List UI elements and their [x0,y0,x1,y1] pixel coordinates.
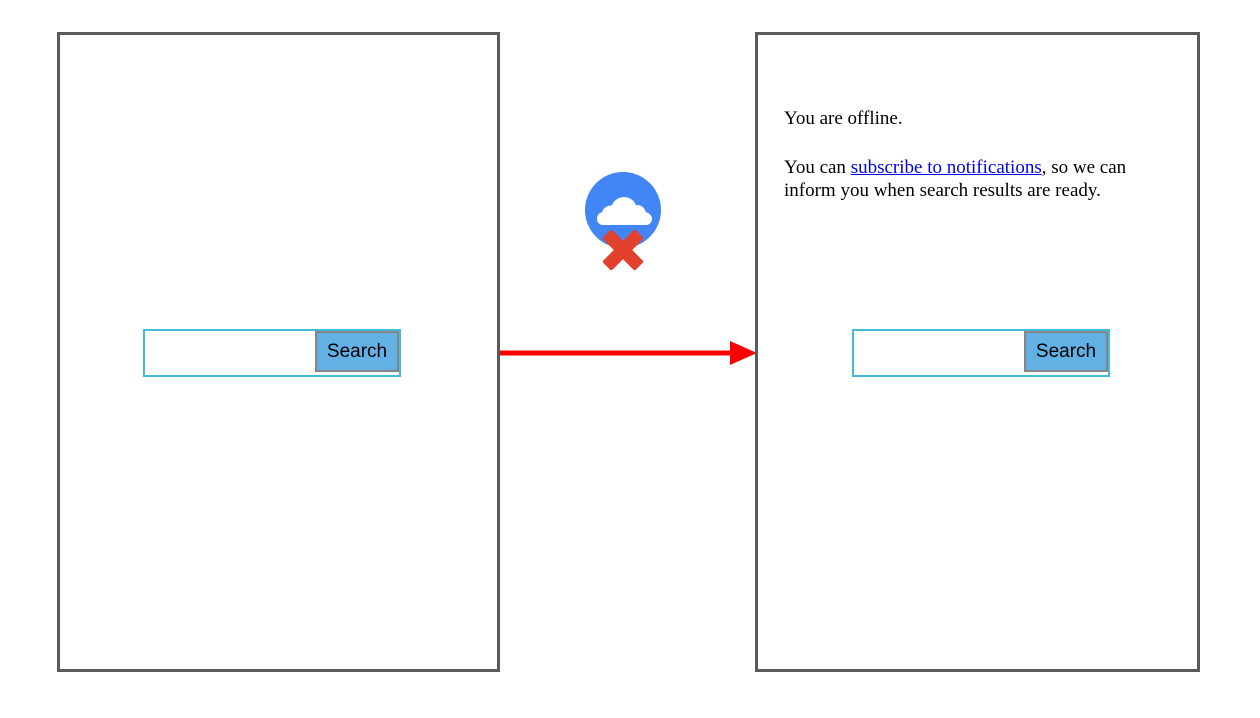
search-form-right: Search [852,329,1110,377]
cloud-glyph [597,197,652,225]
offline-status-text: You are offline. [784,108,903,129]
offline-cloud-icon [585,172,661,271]
offline-message-block: You are offline. You can subscribe to no… [758,35,1197,202]
notify-text-before: You can [784,157,851,178]
search-button-right[interactable]: Search [1024,331,1108,372]
search-page-frame: Search [57,32,500,672]
subscribe-notifications-link[interactable]: subscribe to notifications [850,157,1042,178]
arrow-shaft [500,350,738,356]
x-mark-glyph [602,229,644,271]
offline-results-page-frame: You are offline. You can subscribe to no… [755,32,1200,672]
arrow-head [730,341,757,365]
search-form-left: Search [143,329,401,377]
flow-arrow [500,341,757,365]
search-button-left[interactable]: Search [315,331,399,372]
notify-text: You can subscribe to notifications, so w… [784,156,1173,202]
notify-text-after: , so we can inform you when search resul… [784,157,1127,201]
